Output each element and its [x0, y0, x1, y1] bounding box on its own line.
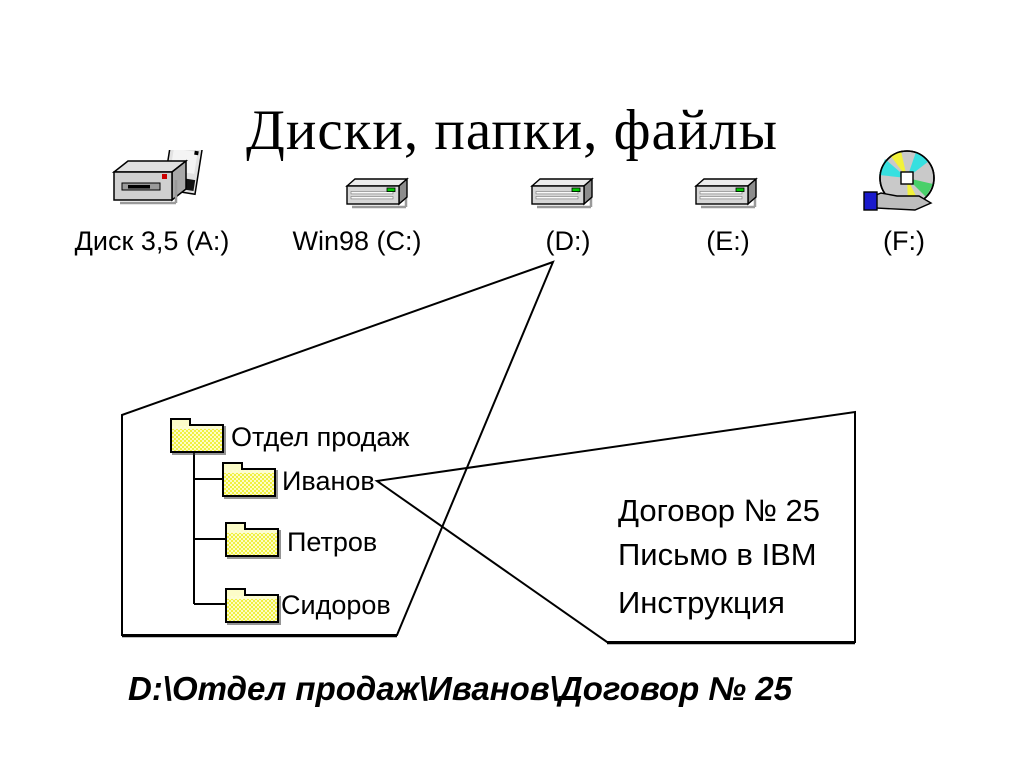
- folder-label-ivanov: Иванов: [282, 466, 375, 496]
- drive-label-c: Win98 (C:): [292, 226, 422, 256]
- hard-drive-icon: [530, 177, 594, 209]
- drive-label-d: (D:): [545, 226, 591, 256]
- drive-label-f: (F:): [883, 226, 925, 256]
- full-path-text: D:\Отдел продаж\Иванов\Договор № 25: [128, 670, 793, 707]
- file-item-dogovor: Договор № 25: [618, 493, 821, 528]
- folder-label-petrov: Петров: [287, 527, 378, 557]
- slide-title: Диски, папки, файлы: [245, 99, 779, 162]
- hard-drive-icon: [694, 177, 758, 209]
- folder-icon-petrov: [225, 522, 279, 557]
- cd-rom-drive-icon: [863, 150, 935, 211]
- folder-label-root: Отдел продаж: [231, 422, 410, 452]
- file-item-pismo: Письмо в IBM: [618, 537, 817, 572]
- file-item-instrukcia: Инструкция: [618, 585, 785, 620]
- drive-label-e: (E:): [706, 226, 750, 256]
- folder-icon-ivanov: [222, 462, 276, 497]
- folder-icon-root: [170, 418, 224, 453]
- folder-label-sidorov: Сидоров: [281, 590, 391, 620]
- floppy-drive-icon: [111, 150, 204, 205]
- drive-label-a: Диск 3,5 (A:): [74, 226, 230, 256]
- hard-drive-icon: [345, 177, 409, 209]
- folder-icon-sidorov: [225, 588, 279, 623]
